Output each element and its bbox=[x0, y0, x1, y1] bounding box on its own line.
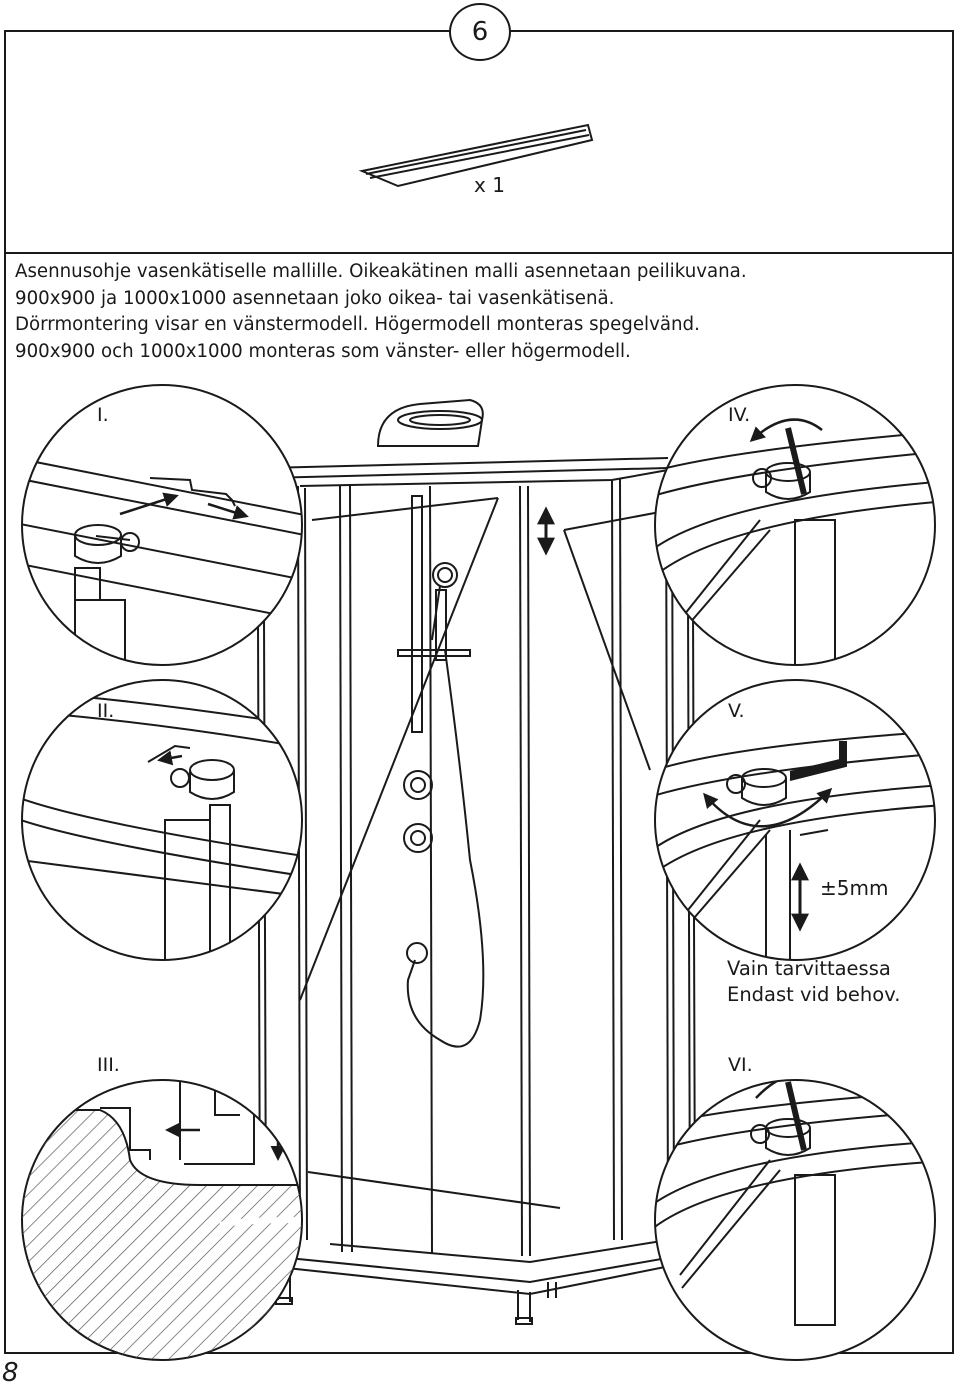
detail-label-6: VI. bbox=[728, 1054, 753, 1076]
page-number: 8 bbox=[2, 1358, 19, 1388]
optional-note: Vain tarvittaessa Endast vid behov. bbox=[727, 956, 900, 1008]
instruction-line-3: Dörrmontering visar en vänstermodell. Hö… bbox=[15, 314, 700, 336]
adjustment-label: ±5mm bbox=[820, 876, 889, 900]
note-line-1: Vain tarvittaessa bbox=[727, 957, 891, 980]
detail-label-3: III. bbox=[97, 1054, 120, 1076]
detail-label-5: V. bbox=[728, 700, 745, 722]
rail-bar-icon bbox=[358, 123, 594, 188]
detail-circle-4 bbox=[654, 384, 936, 666]
detail-circle-5 bbox=[654, 679, 936, 961]
detail-circle-3 bbox=[21, 1079, 303, 1361]
instructions-text: Asennusohje vasenkätiselle mallille. Oik… bbox=[15, 259, 915, 365]
step-number-badge: 6 bbox=[449, 3, 511, 61]
detail-label-4: IV. bbox=[728, 404, 751, 426]
detail-circle-1 bbox=[21, 384, 303, 666]
instruction-line-4: 900x900 och 1000x1000 monteras som vänst… bbox=[15, 340, 631, 362]
part-panel bbox=[4, 30, 954, 254]
detail-circle-2 bbox=[21, 679, 303, 961]
detail-circle-6 bbox=[654, 1079, 936, 1361]
instruction-line-1: Asennusohje vasenkätiselle mallille. Oik… bbox=[15, 261, 747, 282]
note-line-2: Endast vid behov. bbox=[727, 983, 901, 1006]
detail-label-2: II. bbox=[97, 700, 115, 722]
shower-cabin-drawing bbox=[257, 398, 696, 1325]
instruction-line-2: 900x900 ja 1000x1000 asennetaan joko oik… bbox=[15, 287, 615, 309]
part-quantity: x 1 bbox=[474, 173, 505, 197]
detail-label-1: I. bbox=[97, 404, 109, 426]
